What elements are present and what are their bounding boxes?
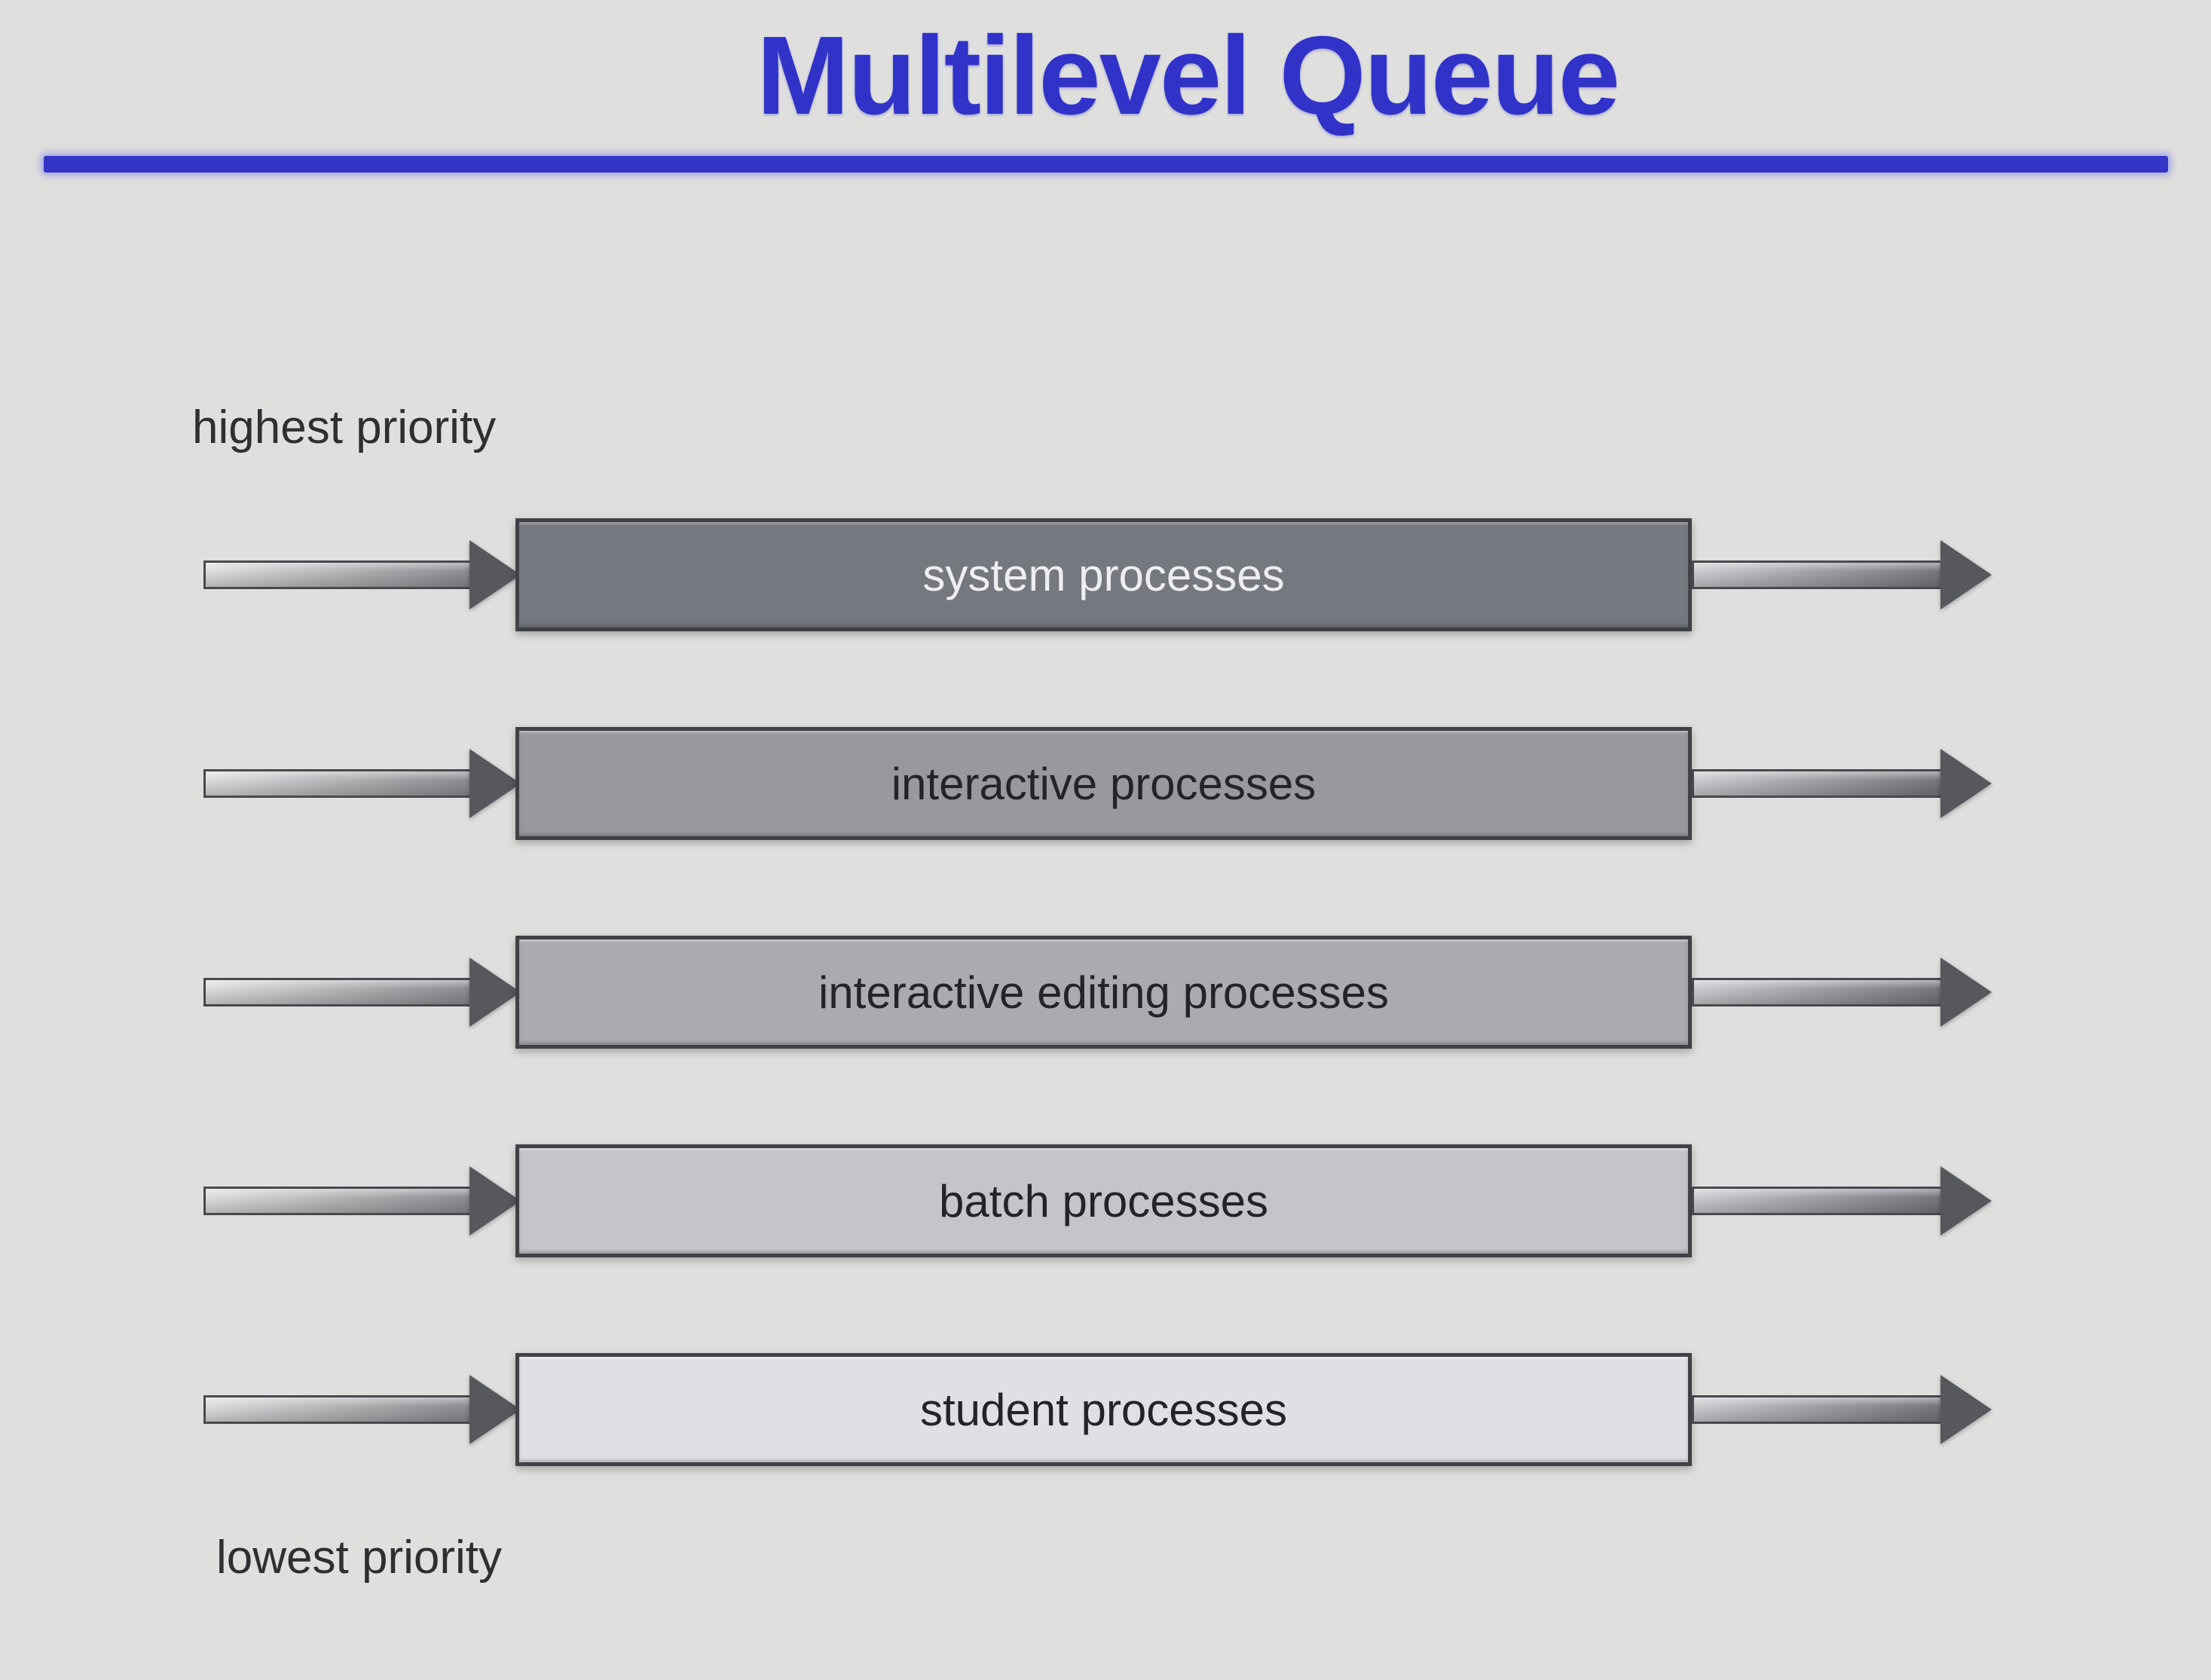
arrow-shaft — [1692, 561, 1943, 589]
arrow-right-in-icon — [203, 540, 521, 609]
arrow-shaft — [203, 1187, 472, 1215]
arrow-head — [1940, 1166, 1992, 1236]
page-title: Multilevel Queue — [756, 14, 1620, 138]
arrow-right-in-icon — [203, 1375, 521, 1444]
queue-row: system processes — [0, 518, 2211, 631]
arrow-head — [1940, 1375, 1992, 1444]
arrow-shaft — [203, 561, 472, 589]
arrow-head — [469, 1166, 521, 1236]
queue-row: interactive processes — [0, 727, 2211, 840]
title-underline — [44, 156, 2168, 173]
arrow-shaft — [1692, 978, 1943, 1006]
arrow-shaft — [203, 769, 472, 798]
queue-row: batch processes — [0, 1144, 2211, 1257]
arrow-right-out-icon — [1692, 1375, 1992, 1444]
queue-box-student-processes: student processes — [515, 1353, 1692, 1466]
queue-box-interactive-editing-processes: interactive editing processes — [515, 936, 1692, 1049]
arrow-head — [469, 1375, 521, 1444]
arrow-right-out-icon — [1692, 540, 1992, 609]
arrow-right-in-icon — [203, 749, 521, 818]
arrow-right-out-icon — [1692, 958, 1992, 1027]
arrow-head — [1940, 749, 1992, 818]
highest-priority-label: highest priority — [192, 402, 497, 454]
arrow-shaft — [203, 1395, 472, 1424]
arrow-right-out-icon — [1692, 749, 1992, 818]
queue-row: student processes — [0, 1353, 2211, 1466]
arrow-head — [1940, 958, 1992, 1027]
queue-box-batch-processes: batch processes — [515, 1144, 1692, 1257]
arrow-head — [1940, 540, 1992, 609]
arrow-head — [469, 540, 521, 609]
arrow-shaft — [1692, 769, 1943, 798]
arrow-head — [469, 749, 521, 818]
lowest-priority-label: lowest priority — [216, 1532, 502, 1584]
arrow-shaft — [1692, 1395, 1943, 1424]
arrow-right-out-icon — [1692, 1166, 1992, 1236]
arrow-shaft — [1692, 1187, 1943, 1215]
arrow-right-in-icon — [203, 1166, 521, 1236]
arrow-right-in-icon — [203, 958, 521, 1027]
arrow-head — [469, 958, 521, 1027]
queue-box-interactive-processes: interactive processes — [515, 727, 1692, 840]
queue-row: interactive editing processes — [0, 936, 2211, 1049]
queue-box-system-processes: system processes — [515, 518, 1692, 631]
arrow-shaft — [203, 978, 472, 1006]
